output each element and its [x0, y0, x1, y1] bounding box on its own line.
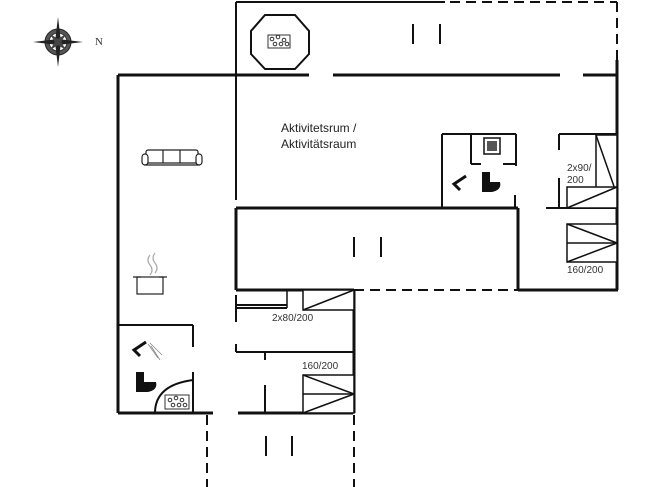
room-label-activity: Aktivitetsrum / Aktivitätsraum — [281, 120, 356, 152]
shower-spray — [147, 342, 163, 361]
sofa-icon — [141, 149, 203, 166]
compass-rose-icon — [33, 17, 83, 67]
toilet-icon — [136, 372, 157, 392]
room-label-line1: Aktivitetsrum / — [281, 121, 357, 135]
bed-size-ne-bottom: 160/200 — [567, 265, 604, 276]
bed-size-line1: 2x90/ — [567, 163, 592, 174]
cooking-pot-icon — [133, 252, 167, 295]
bed-size-line2: 200 — [567, 175, 584, 186]
bed-size-ne-top: 2x90/ 200 — [567, 163, 591, 187]
north-label: N — [95, 36, 103, 48]
bed-size-center-bottom: 160/200 — [302, 361, 339, 372]
bed-icons — [236, 134, 618, 414]
sauna-icon — [154, 379, 194, 414]
toilet-icon-2 — [482, 172, 501, 192]
hot-tub-icon — [250, 14, 310, 70]
washing-machine-icon — [483, 137, 501, 155]
shower-icon — [131, 340, 147, 358]
door-markers — [265, 24, 441, 456]
shower-icon-2 — [451, 174, 467, 192]
bed-size-center-top: 2x80/200 — [272, 313, 314, 324]
room-label-line2: Aktivitätsraum — [281, 137, 357, 151]
